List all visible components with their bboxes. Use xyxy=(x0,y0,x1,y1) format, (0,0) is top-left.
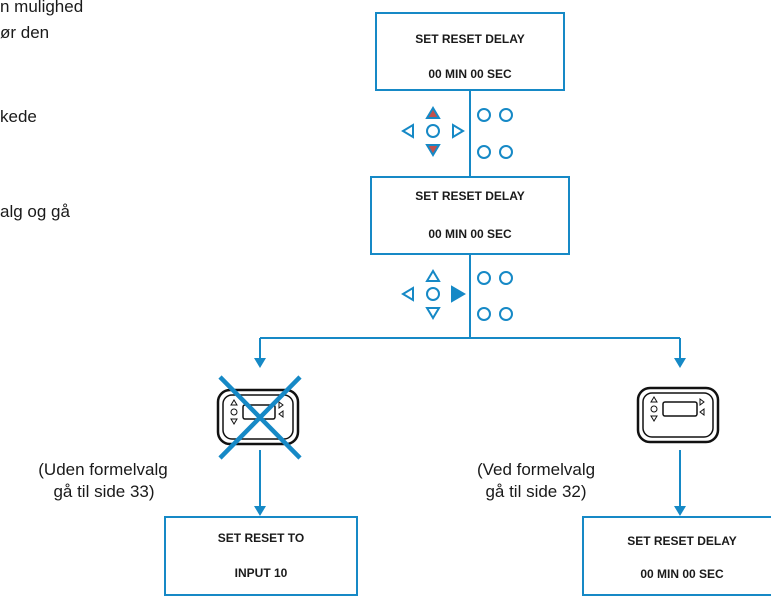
arrowheads xyxy=(254,358,686,516)
box-middle-line-2: 00 MIN 00 SEC xyxy=(428,227,512,241)
box-top-line-1: SET RESET DELAY xyxy=(415,32,525,46)
keypad-right-highlighted-icon xyxy=(401,269,513,321)
intro-text-line-4: alg og gå xyxy=(0,202,70,221)
box-set-reset-delay-middle: SET RESET DELAY 00 MIN 00 SEC xyxy=(370,176,570,255)
display-device-crossed-out-icon xyxy=(216,375,302,460)
box-right-bottom-line-2: 00 MIN 00 SEC xyxy=(640,567,724,581)
caption-left: (Uden formelvalg gå til side 33) xyxy=(22,459,172,503)
caption-right-line-1: (Ved formelvalg xyxy=(476,460,596,479)
caption-right-line-2: gå til side 32) xyxy=(485,482,587,501)
box-set-reset-delay-bottom-right: SET RESET DELAY 00 MIN 00 SEC xyxy=(582,516,771,596)
box-set-reset-delay-top: SET RESET DELAY 00 MIN 00 SEC xyxy=(375,12,565,91)
arrow-down-icon xyxy=(254,506,266,516)
arrow-down-icon xyxy=(674,358,686,368)
display-device-icon xyxy=(636,386,720,444)
caption-left-line-1: (Uden formelvalg xyxy=(38,460,168,479)
intro-text-line-2: ør den xyxy=(0,23,50,42)
intro-text-line-1: n mulighed xyxy=(0,0,84,16)
box-top-line-2: 00 MIN 00 SEC xyxy=(428,67,512,81)
arrow-down-icon xyxy=(674,506,686,516)
cross-out-line-2 xyxy=(218,375,302,460)
box-middle-line-1: SET RESET DELAY xyxy=(415,189,525,203)
box-set-reset-to: SET RESET TO INPUT 10 xyxy=(164,516,358,596)
keypad-up-down-highlighted-icon xyxy=(401,106,513,159)
arrow-down-icon xyxy=(254,358,266,368)
intro-text-line-3: kede xyxy=(0,107,37,126)
caption-right: (Ved formelvalg gå til side 32) xyxy=(456,459,616,503)
box-left-bottom-line-2: INPUT 10 xyxy=(234,566,288,580)
box-left-bottom-line-1: SET RESET TO xyxy=(217,531,305,545)
box-right-bottom-line-1: SET RESET DELAY xyxy=(627,534,737,548)
connector-lines xyxy=(259,90,681,506)
caption-left-line-2: gå til side 33) xyxy=(53,482,155,501)
